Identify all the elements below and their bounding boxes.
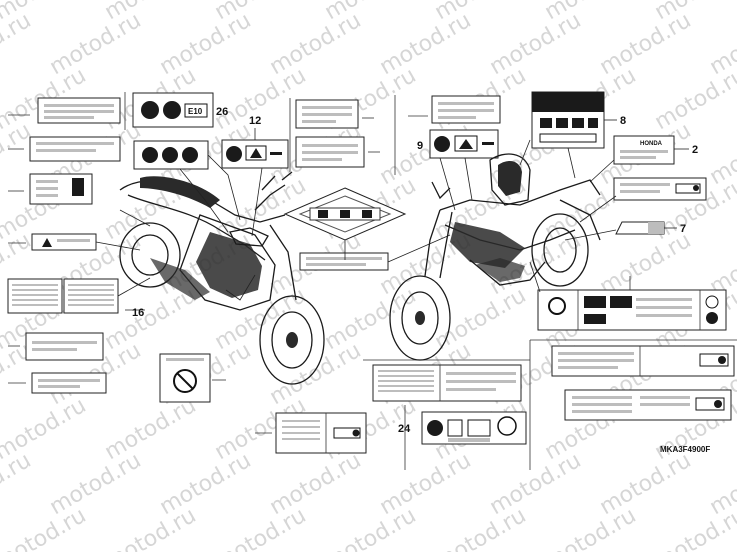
motorcycle-left-view — [119, 171, 325, 385]
watermark-text: motod.ru — [101, 503, 201, 552]
label-left-5[interactable] — [7, 278, 119, 314]
watermark-text: motod.ru — [486, 8, 586, 80]
label-right-symbols[interactable] — [537, 276, 727, 331]
watermark-text: motod.ru — [541, 503, 641, 552]
label-top-center-2[interactable] — [295, 136, 380, 168]
callout-9: 9 — [417, 140, 423, 152]
label-left-3[interactable] — [8, 173, 93, 205]
callout-26: 26 — [216, 106, 228, 118]
label-left-7[interactable] — [8, 372, 107, 394]
label-top-center-1[interactable] — [295, 99, 374, 129]
callout-24: 24 — [398, 423, 411, 435]
watermark-text: motod.ru — [0, 503, 90, 552]
watermark-text: motod.ru — [376, 8, 476, 80]
watermark-text: motod.ru — [651, 503, 737, 552]
watermark-text: motod.ru — [101, 393, 201, 465]
watermark-text: motod.ru — [321, 503, 421, 552]
label-7[interactable]: 7 — [615, 221, 686, 235]
label-honda-2[interactable]: HONDA 2 — [613, 135, 698, 165]
label-center-warning[interactable] — [159, 353, 226, 403]
watermark-text: motod.ru — [321, 283, 421, 355]
label-left-2[interactable] — [8, 136, 121, 162]
watermark-text: motod.ru — [266, 8, 366, 80]
watermark-text: motod.ru — [651, 63, 737, 135]
leader-lines — [95, 139, 617, 311]
callout-12: 12 — [249, 115, 261, 127]
watermark-text: motod.ru — [46, 448, 146, 520]
watermark-text: motod.ru — [0, 448, 35, 520]
label-symbols-26[interactable]: E10 26 — [132, 92, 228, 128]
label-right-bottom-1[interactable] — [551, 345, 735, 377]
motorcycle-right-view — [389, 153, 601, 361]
watermark-text: motod.ru — [46, 8, 146, 80]
watermark-text: motod.ru — [596, 448, 696, 520]
honda-text: HONDA — [640, 141, 663, 147]
callout-2: 2 — [692, 144, 698, 156]
watermark-text: motod.ru — [156, 448, 256, 520]
label-diamond[interactable] — [283, 187, 407, 241]
watermark-text: motod.ru — [431, 503, 531, 552]
label-symbols-12[interactable]: 12 — [221, 115, 289, 169]
watermark-text: motod.ru — [156, 8, 256, 80]
watermark-text: motod.ru — [266, 448, 366, 520]
diagram-code: MKA3F4900F — [660, 445, 710, 454]
label-symbols-24[interactable]: 24 — [398, 411, 527, 445]
watermark-text: motod.ru — [211, 503, 311, 552]
label-bottom-center-2[interactable] — [255, 412, 367, 454]
label-left-1[interactable] — [8, 97, 121, 124]
label-symbols-8[interactable]: 8 — [531, 91, 626, 149]
watermark-text: motod.ru — [596, 8, 696, 80]
label-right-bottom-2[interactable] — [564, 389, 732, 421]
watermark-text: motod.ru — [266, 338, 366, 410]
callout-16: 16 — [132, 307, 144, 319]
callout-8: 8 — [620, 115, 626, 127]
label-center-strip[interactable] — [299, 252, 389, 271]
label-left-4[interactable] — [8, 233, 97, 251]
watermark-text: motod.ru — [486, 448, 586, 520]
label-symbols-left[interactable] — [133, 140, 209, 170]
label-left-6[interactable] — [8, 332, 104, 361]
watermark-text: motod.ru — [596, 228, 696, 300]
watermark-text: motod.ru — [431, 283, 531, 355]
label-symbols-9[interactable]: 9 — [417, 129, 499, 159]
callout-7: 7 — [680, 223, 686, 235]
label-bottom-center-1[interactable] — [372, 364, 522, 402]
label-right-long[interactable] — [613, 177, 707, 201]
watermark-text: motod.ru — [376, 448, 476, 520]
e10-text: E10 — [188, 107, 203, 116]
watermark-text: motod.ru — [0, 8, 35, 80]
label-top-right-1[interactable] — [408, 95, 501, 124]
